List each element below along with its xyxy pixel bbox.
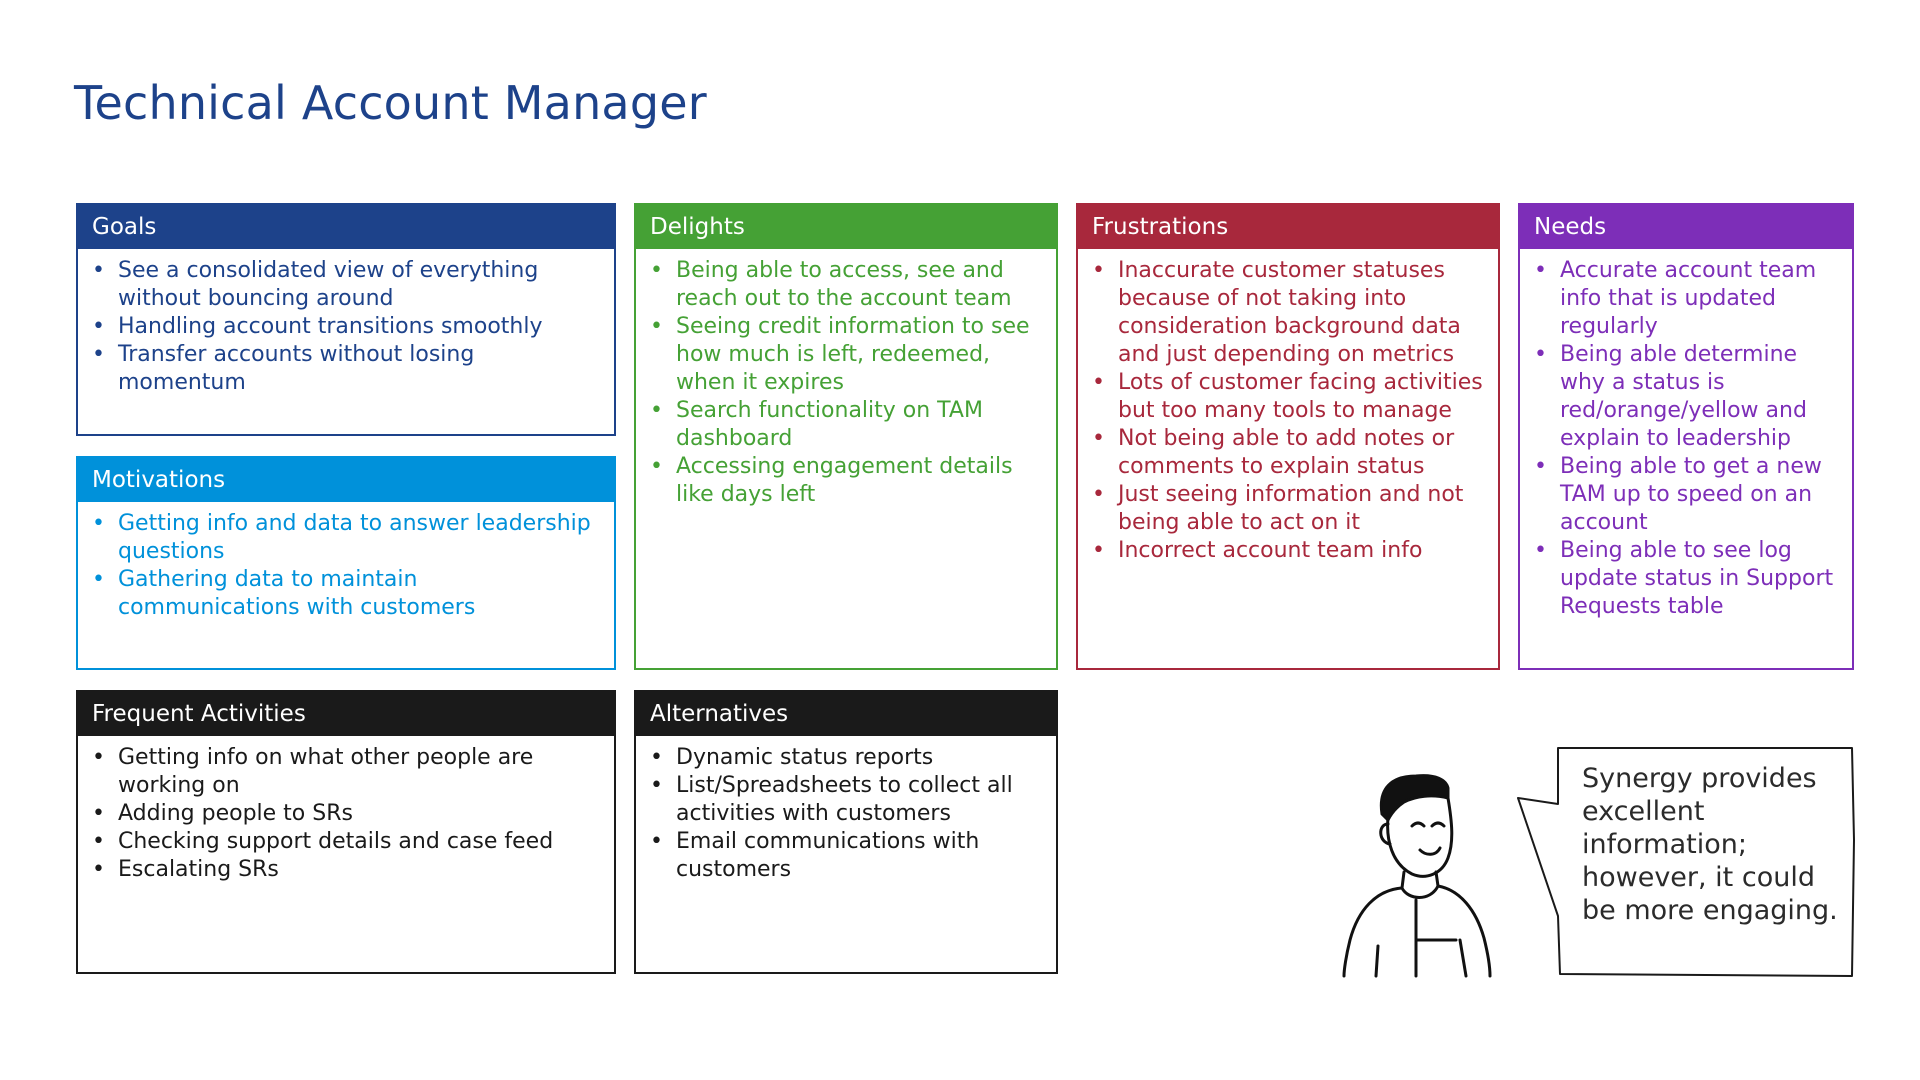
list-item: Accurate account team info that is updat… bbox=[1532, 257, 1840, 341]
list-item: Search functionality on TAM dashboard bbox=[648, 397, 1044, 453]
speech-bubble bbox=[1517, 747, 1855, 977]
persona-quote: Synergy provides excellent information; … bbox=[1582, 763, 1838, 926]
alternatives-card: Alternatives Dynamic status reports List… bbox=[634, 690, 1058, 974]
page-title: Technical Account Manager bbox=[74, 76, 707, 130]
needs-card: Needs Accurate account team info that is… bbox=[1518, 203, 1854, 670]
list-item: Incorrect account team info bbox=[1090, 537, 1486, 565]
list-item: Handling account transitions smoothly bbox=[90, 313, 602, 341]
list-item: Adding people to SRs bbox=[90, 800, 602, 828]
list-item: Dynamic status reports bbox=[648, 744, 1044, 772]
list-item: Accessing engagement details like days l… bbox=[648, 453, 1044, 509]
frustrations-header: Frustrations bbox=[1078, 205, 1498, 249]
list-item: Seeing credit information to see how muc… bbox=[648, 313, 1044, 397]
alternatives-header: Alternatives bbox=[636, 692, 1056, 736]
delights-card: Delights Being able to access, see and r… bbox=[634, 203, 1058, 670]
frequent-activities-header: Frequent Activities bbox=[78, 692, 614, 736]
frustrations-list: Inaccurate customer statuses because of … bbox=[1078, 249, 1498, 565]
needs-list: Accurate account team info that is updat… bbox=[1520, 249, 1852, 621]
list-item: Not being able to add notes or comments … bbox=[1090, 425, 1486, 481]
frequent-activities-card: Frequent Activities Getting info on what… bbox=[76, 690, 616, 974]
motivations-header: Motivations bbox=[78, 458, 614, 502]
list-item: Lots of customer facing activities but t… bbox=[1090, 369, 1486, 425]
motivations-card: Motivations Getting info and data to ans… bbox=[76, 456, 616, 670]
goals-list: See a consolidated view of everything wi… bbox=[78, 249, 614, 397]
list-item: Getting info on what other people are wo… bbox=[90, 744, 602, 800]
list-item: Getting info and data to answer leadersh… bbox=[90, 510, 602, 566]
goals-card: Goals See a consolidated view of everyth… bbox=[76, 203, 616, 436]
frustrations-card: Frustrations Inaccurate customer statuse… bbox=[1076, 203, 1500, 670]
list-item: Inaccurate customer statuses because of … bbox=[1090, 257, 1486, 369]
motivations-list: Getting info and data to answer leadersh… bbox=[78, 502, 614, 622]
list-item: Email communications with customers bbox=[648, 828, 1044, 884]
list-item: Being able to access, see and reach out … bbox=[648, 257, 1044, 313]
goals-header: Goals bbox=[78, 205, 614, 249]
list-item: Being able to get a new TAM up to speed … bbox=[1532, 453, 1840, 537]
delights-header: Delights bbox=[636, 205, 1056, 249]
list-item: Just seeing information and not being ab… bbox=[1090, 481, 1486, 537]
frequent-activities-list: Getting info on what other people are wo… bbox=[78, 736, 614, 884]
persona-person-icon bbox=[1342, 774, 1492, 978]
list-item: Checking support details and case feed bbox=[90, 828, 602, 856]
persona-illustration bbox=[1342, 747, 1855, 978]
list-item: Gathering data to maintain communication… bbox=[90, 566, 602, 622]
delights-list: Being able to access, see and reach out … bbox=[636, 249, 1056, 509]
list-item: See a consolidated view of everything wi… bbox=[90, 257, 602, 313]
needs-header: Needs bbox=[1520, 205, 1852, 249]
list-item: Being able determine why a status is red… bbox=[1532, 341, 1840, 453]
list-item: List/Spreadsheets to collect all activit… bbox=[648, 772, 1044, 828]
list-item: Transfer accounts without losing momentu… bbox=[90, 341, 602, 397]
list-item: Escalating SRs bbox=[90, 856, 602, 884]
alternatives-list: Dynamic status reports List/Spreadsheets… bbox=[636, 736, 1056, 884]
list-item: Being able to see log update status in S… bbox=[1532, 537, 1840, 621]
